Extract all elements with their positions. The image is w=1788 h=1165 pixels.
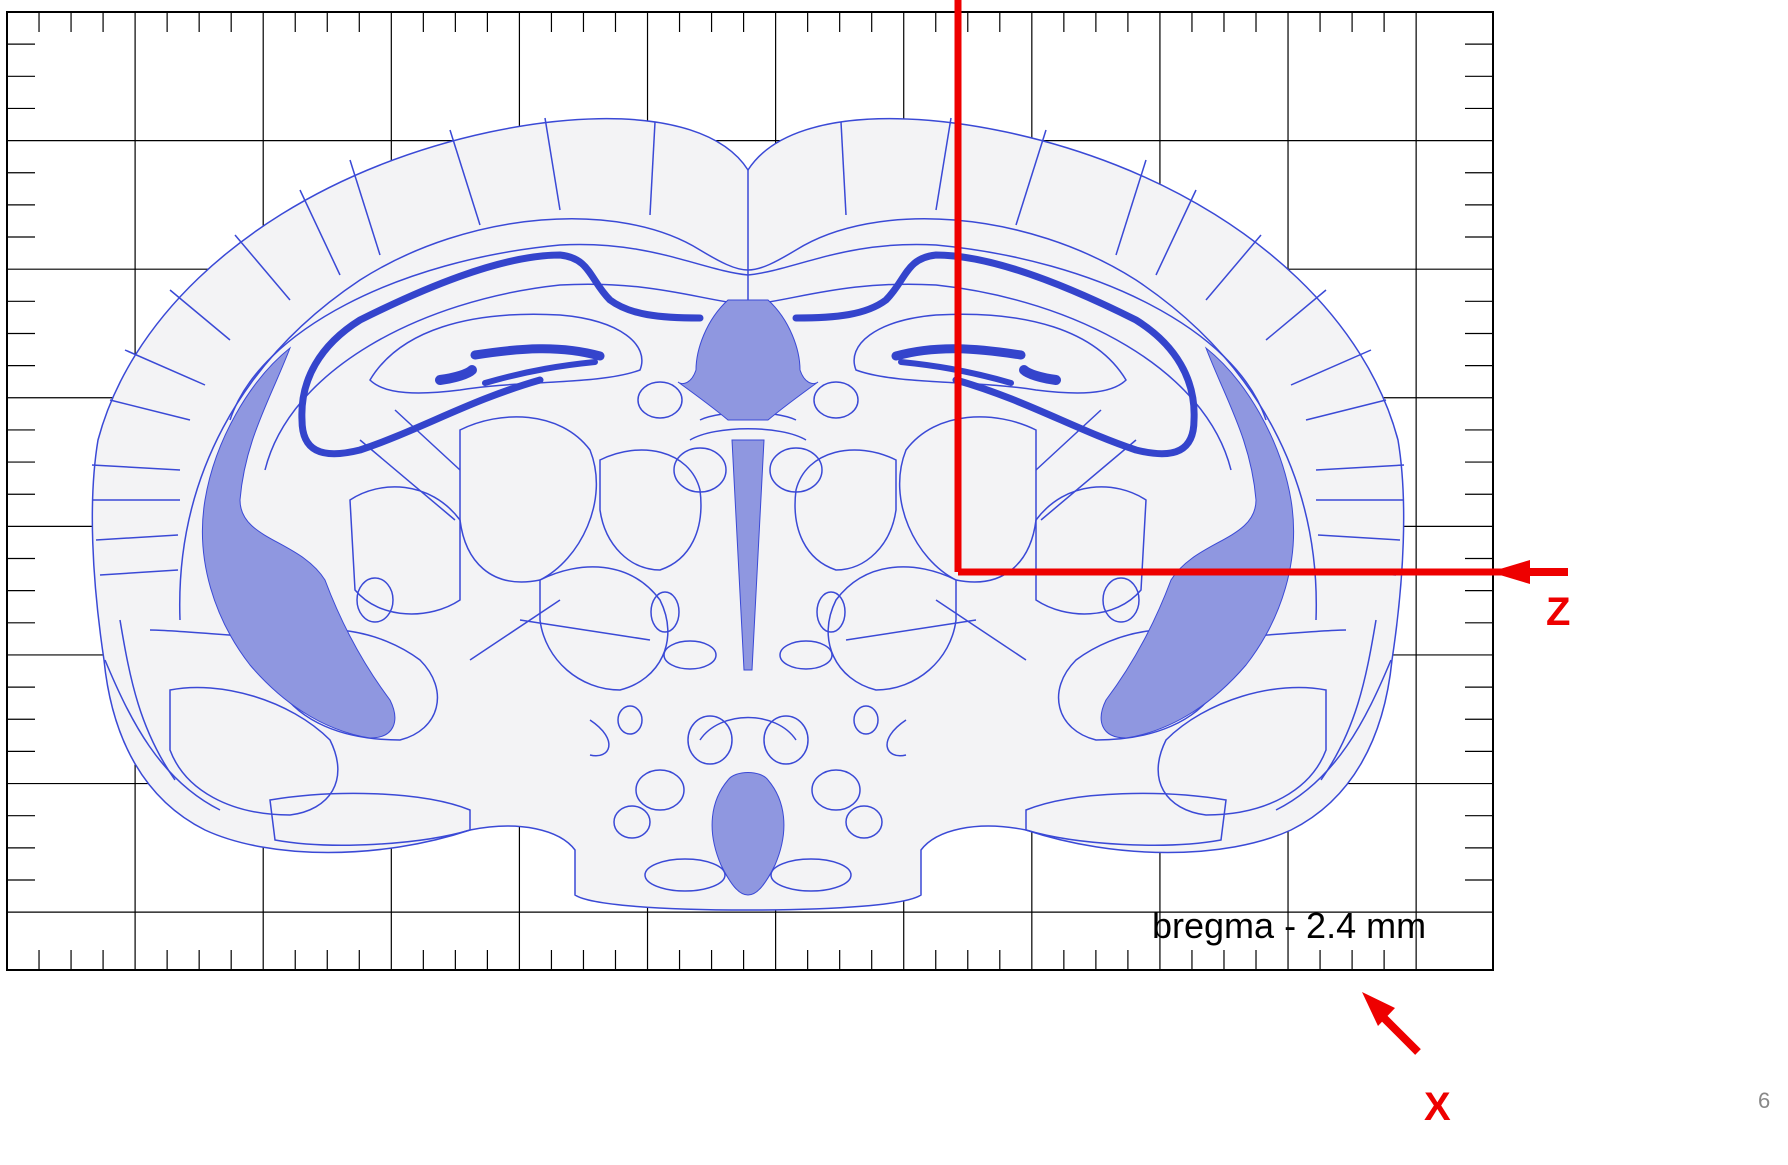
bregma-caption: bregma - 2.4 mm	[1152, 905, 1426, 946]
x-axis-arrow-shaft	[1380, 1014, 1418, 1052]
z-axis-arrowhead	[1490, 560, 1530, 584]
z-axis-label: Z	[1546, 590, 1570, 634]
x-axis-label: X	[1424, 1085, 1451, 1129]
page-number: 6	[1758, 1088, 1770, 1113]
